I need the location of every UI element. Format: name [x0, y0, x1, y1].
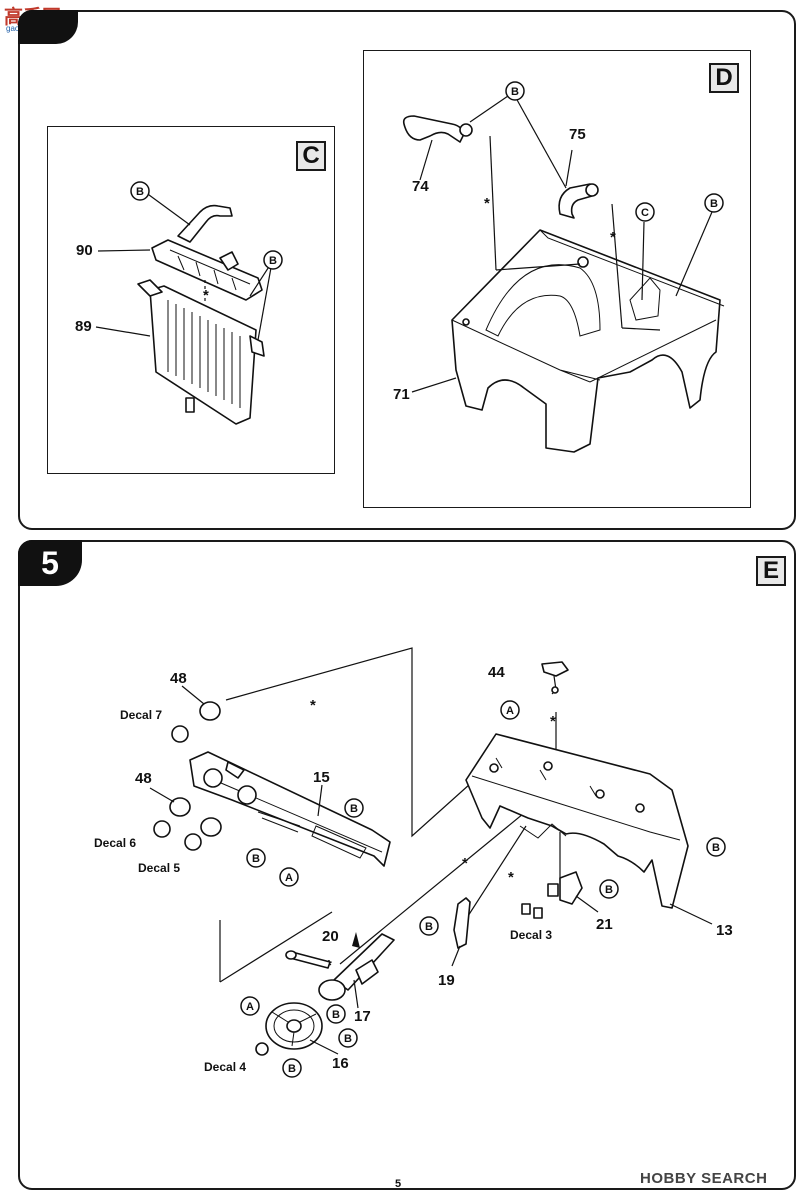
svg-text:A: A: [246, 1001, 254, 1013]
label-part-16: 16: [332, 1055, 349, 1072]
callout-b-16-top: B: [338, 1028, 358, 1048]
label-part-17: 17: [354, 1008, 371, 1025]
callout-a-15: A: [279, 867, 299, 887]
callout-b-16: B: [282, 1058, 302, 1078]
label-decal-7: Decal 7: [120, 708, 163, 722]
svg-text:B: B: [332, 1009, 340, 1021]
label-part-44: 44: [488, 664, 505, 681]
subpanel-d-letter: D: [709, 63, 739, 93]
label-decal-3: Decal 3: [510, 928, 553, 942]
svg-text:B: B: [605, 884, 613, 896]
svg-text:*: *: [550, 713, 556, 730]
svg-text:B: B: [288, 1063, 296, 1075]
decal-6-graphic: [153, 820, 171, 838]
callout-a-16: A: [240, 996, 260, 1016]
top-corner-tab: [18, 10, 78, 44]
svg-text:*: *: [508, 869, 514, 886]
label-decal-5: Decal 5: [138, 861, 181, 875]
callout-c-b1: B: [130, 181, 150, 201]
svg-text:B: B: [511, 86, 519, 98]
callout-b-21: B: [599, 879, 619, 899]
label-part-15: 15: [313, 769, 330, 786]
top-callouts: B B B C B: [130, 81, 724, 270]
svg-text:B: B: [344, 1033, 352, 1045]
hobby-search-text: HOBBY SEARCH: [640, 1170, 768, 1187]
decal-4-graphic: [255, 1042, 269, 1056]
svg-text:A: A: [506, 705, 514, 717]
part-71-tub: [451, 229, 721, 453]
label-decal-6: Decal 6: [94, 836, 137, 850]
callout-b-15-left: B: [246, 848, 266, 868]
label-part-74: 74: [412, 178, 429, 195]
label-part-21: 21: [596, 916, 613, 933]
label-decal-4: Decal 4: [204, 1060, 247, 1074]
part-44-mirror: [541, 661, 569, 677]
hobby-search-logo: HOBBY SEARCH: [640, 1170, 767, 1187]
svg-text:*: *: [610, 229, 616, 246]
label-part-48-left: 48: [135, 770, 152, 787]
part-75-hose: [558, 183, 593, 219]
svg-text:*: *: [484, 195, 490, 212]
gauge-right: [200, 817, 222, 837]
decal-3-graphic: [521, 903, 531, 915]
step5-section-letter: E: [756, 556, 786, 586]
part-48-gauge-top: [199, 701, 221, 721]
svg-text:A: A: [285, 872, 293, 884]
subpanel-c-letter: C: [296, 141, 326, 171]
callout-b-13: B: [706, 837, 726, 857]
decal-5-graphic: [184, 833, 202, 851]
part-48-gauge-left: [169, 797, 191, 817]
svg-text:*: *: [462, 855, 468, 872]
top-diagrams: * * *: [95, 95, 725, 453]
callout-a-44: A: [500, 700, 520, 720]
svg-text:C: C: [641, 207, 649, 219]
svg-text:B: B: [269, 255, 277, 267]
svg-text:B: B: [425, 921, 433, 933]
step-number-tab: 5: [18, 540, 82, 586]
label-part-89: 89: [75, 318, 92, 335]
label-part-20: 20: [322, 928, 339, 945]
part-19-lever: [453, 897, 471, 949]
callout-b-15: B: [344, 798, 364, 818]
callout-d-b1: B: [505, 81, 525, 101]
callout-b-17: B: [326, 1004, 346, 1024]
svg-text:B: B: [136, 186, 144, 198]
label-part-19: 19: [438, 972, 455, 989]
callout-d-c1: C: [635, 202, 655, 222]
radiator-hose: [177, 204, 233, 243]
part-15-dash: [189, 751, 391, 867]
page-number: 5: [395, 1178, 402, 1190]
svg-text:*: *: [203, 287, 209, 304]
part-13-cowl: [465, 733, 689, 909]
label-part-90: 90: [76, 242, 93, 259]
label-part-48-top: 48: [170, 670, 187, 687]
svg-text:B: B: [252, 853, 260, 865]
callout-d-b2: B: [704, 193, 724, 213]
label-part-71: 71: [393, 386, 410, 403]
svg-text:B: B: [712, 842, 720, 854]
decal-7-graphic: [171, 725, 189, 743]
part-74-hose: [402, 115, 465, 143]
svg-text:*: *: [310, 697, 316, 714]
svg-text:B: B: [350, 803, 358, 815]
callout-b-19: B: [419, 916, 439, 936]
callout-c-b2: B: [263, 250, 283, 270]
label-part-75: 75: [569, 126, 586, 143]
label-part-13: 13: [716, 922, 733, 939]
svg-text:B: B: [710, 198, 718, 210]
